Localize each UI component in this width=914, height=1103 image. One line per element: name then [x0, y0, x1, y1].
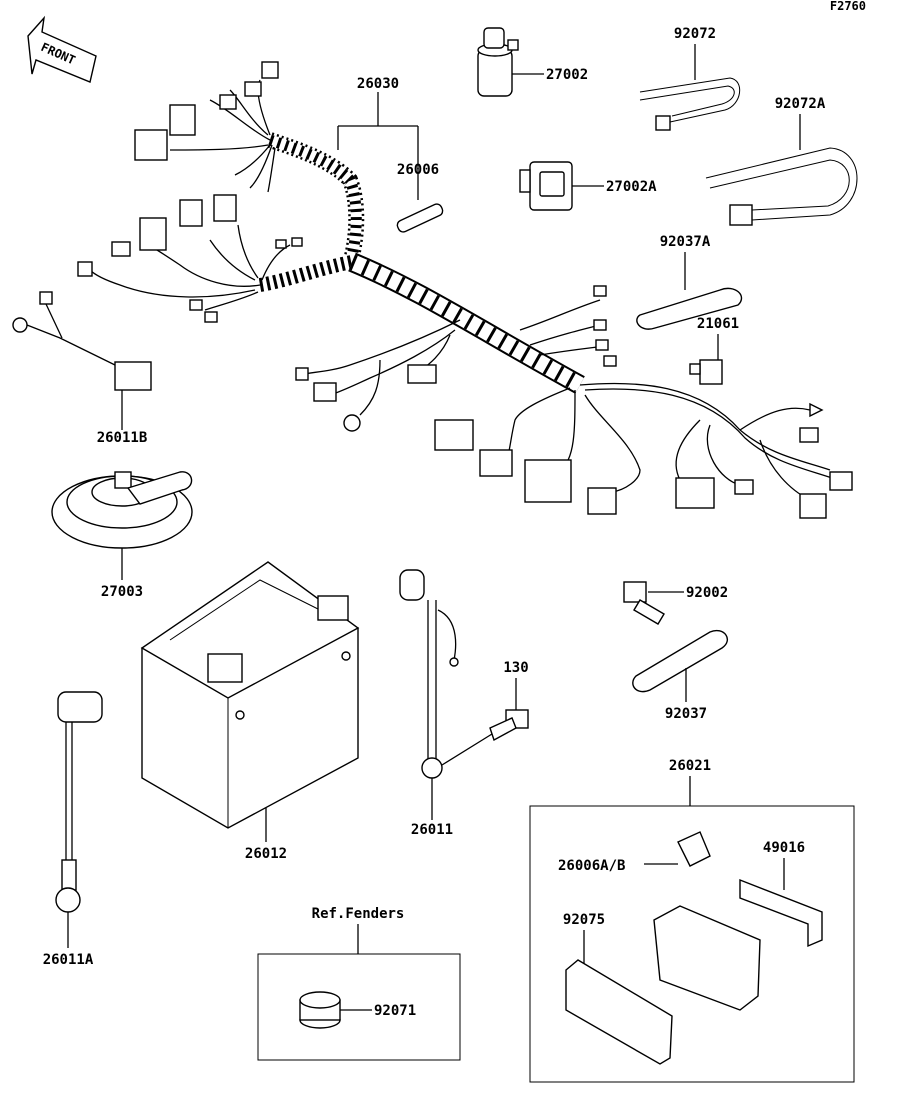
callout-26011B: 26011B: [97, 430, 148, 446]
callout-92075: 92075: [563, 912, 605, 928]
callout-27003: 27003: [101, 584, 143, 600]
wiring-harness: [89, 79, 833, 501]
resistor-21061: [689, 359, 723, 385]
bolt-130: [489, 709, 529, 742]
relay-27002: [477, 27, 519, 97]
callout-26012: 26012: [245, 846, 287, 862]
figure-code: F2760: [830, 0, 866, 13]
callout-26006: 26006: [397, 162, 439, 178]
callout-26011: 26011: [411, 822, 453, 838]
lead-26011A: [55, 691, 103, 913]
callout-27002: 27002: [546, 67, 588, 83]
clamp-92072: [639, 77, 740, 131]
bolt-92002: [623, 581, 665, 625]
module-unit: [653, 905, 761, 1011]
plate-92037A: [636, 287, 743, 330]
grommet-92071: [299, 991, 341, 1029]
leader-26030: [337, 92, 419, 200]
harness-connectors: [77, 61, 853, 519]
clamp-92072A: [705, 147, 858, 226]
ref-fenders-label: Ref.Fenders: [312, 906, 405, 922]
kit-26021-box: [529, 805, 855, 1083]
fuse-26006: [396, 203, 444, 233]
callout-21061: 21061: [697, 316, 739, 332]
plate-92037: [632, 629, 728, 693]
callout-92037A: 92037A: [660, 234, 711, 250]
callout-26030: 26030: [357, 76, 399, 92]
callout-27002A: 27002A: [606, 179, 657, 195]
callout-92072: 92072: [674, 26, 716, 42]
callout-26021: 26021: [669, 758, 711, 774]
callout-130: 130: [503, 660, 528, 676]
ref-fenders-box: [257, 953, 461, 1061]
battery-26012: [140, 561, 360, 829]
horn-27003: [51, 471, 193, 549]
callout-49016: 49016: [763, 840, 805, 856]
callout-92002: 92002: [686, 585, 728, 601]
callout-92037: 92037: [665, 706, 707, 722]
front-arrow-icon: FRONT: [27, 15, 97, 83]
fuse-26006AB: [677, 831, 711, 867]
callout-92072A: 92072A: [775, 96, 826, 112]
lead-26011B: [12, 291, 152, 391]
cable-26011: [399, 569, 493, 779]
callout-92071: 92071: [374, 1003, 416, 1019]
cover-92075: [565, 959, 673, 1065]
callout-26011A: 26011A: [43, 952, 94, 968]
bracket-49016: [739, 878, 823, 948]
relay-27002A: [519, 161, 573, 211]
callout-26006AB: 26006A/B: [558, 858, 625, 874]
